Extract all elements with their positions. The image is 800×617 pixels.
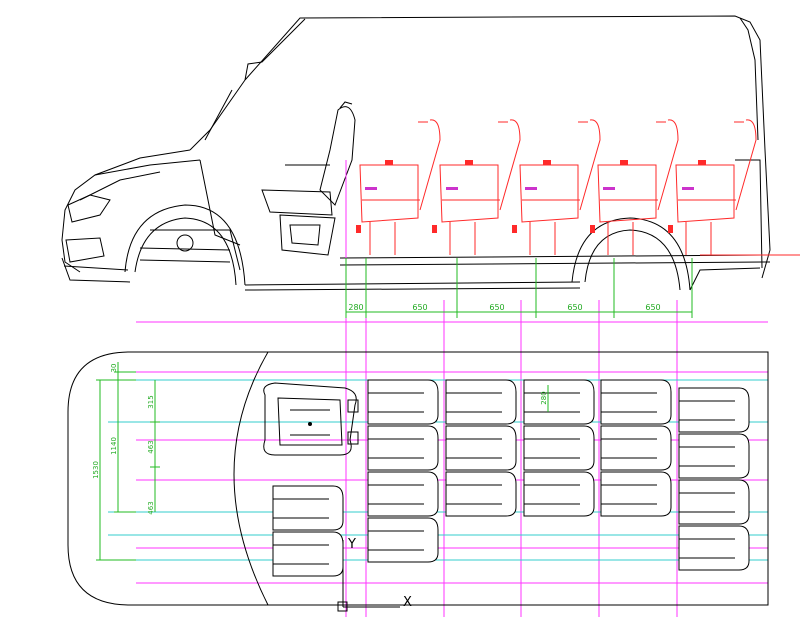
dimension-label: 30 bbox=[110, 364, 118, 373]
side-seat-markers bbox=[356, 160, 706, 233]
top-seat-grid bbox=[272, 379, 750, 577]
side-seat-2 bbox=[439, 119, 521, 255]
seat-top bbox=[445, 425, 517, 471]
van-side-body bbox=[61, 15, 771, 291]
seat-top bbox=[367, 517, 439, 563]
top-dimension-lines bbox=[96, 362, 549, 561]
dimension-label: 280 bbox=[540, 391, 548, 404]
driver-seat-top bbox=[263, 382, 359, 456]
seat-top bbox=[523, 471, 595, 517]
side-seat-4 bbox=[597, 119, 679, 255]
ucs-axis-icon bbox=[337, 540, 400, 612]
seat-top bbox=[367, 379, 439, 425]
side-seat-1 bbox=[359, 119, 441, 255]
seat-top bbox=[678, 479, 750, 525]
seat-top bbox=[367, 471, 439, 517]
seat-top bbox=[445, 471, 517, 517]
seat-top bbox=[367, 425, 439, 471]
seat-top bbox=[523, 425, 595, 471]
seat-top bbox=[445, 379, 517, 425]
side-seat-5 bbox=[675, 119, 757, 255]
seat-top bbox=[600, 379, 672, 425]
seat-top bbox=[523, 379, 595, 425]
van-top-outline bbox=[67, 351, 769, 606]
dimension-label: 650 bbox=[567, 303, 582, 312]
side-dimension-labels: 280 650 650 650 650 bbox=[348, 303, 660, 312]
axis-y-label: Y bbox=[347, 537, 356, 552]
dimension-label: 650 bbox=[412, 303, 427, 312]
side-dimension-lines bbox=[345, 258, 693, 318]
seat-top bbox=[678, 387, 750, 433]
dimension-label: 1140 bbox=[110, 437, 118, 455]
dimension-label: 650 bbox=[645, 303, 660, 312]
side-seat-row bbox=[359, 119, 800, 256]
seat-top bbox=[678, 433, 750, 479]
top-dimension-labels: 30 315 463 463 1140 1530 280 bbox=[92, 364, 548, 515]
dimension-label: 1530 bbox=[92, 461, 100, 479]
dimension-label: 463 bbox=[147, 440, 155, 453]
dimension-label: 280 bbox=[348, 303, 363, 312]
side-seat-3 bbox=[519, 119, 601, 255]
seat-top bbox=[600, 425, 672, 471]
dimension-label: 650 bbox=[489, 303, 504, 312]
seat-top bbox=[272, 485, 344, 531]
seat-top bbox=[678, 525, 750, 571]
dimension-label: 315 bbox=[147, 395, 155, 408]
seat-top bbox=[600, 471, 672, 517]
seat-top bbox=[272, 531, 344, 577]
dimension-label: 463 bbox=[147, 501, 155, 514]
axis-x-label: X bbox=[403, 595, 412, 610]
